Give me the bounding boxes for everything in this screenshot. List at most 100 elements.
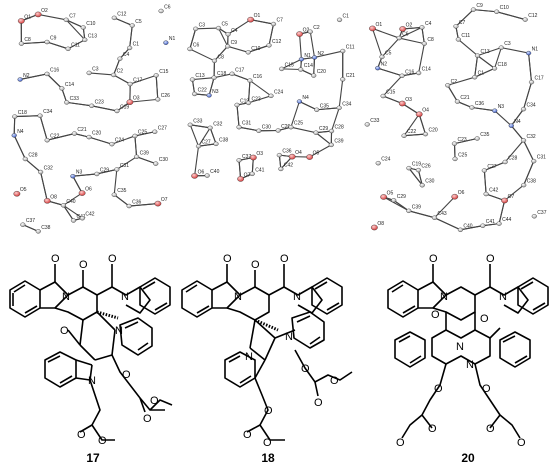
- atom-n: N: [115, 325, 123, 337]
- bond: [89, 72, 114, 76]
- atom-ellipsoid: [270, 21, 277, 27]
- atom-label: C21: [77, 127, 86, 133]
- atom-label: C35: [480, 132, 489, 138]
- bond: [484, 161, 506, 172]
- atom-o: O: [243, 429, 252, 441]
- atom-label: C2: [313, 25, 320, 31]
- bond: [447, 76, 475, 86]
- atom-label: O7: [508, 194, 515, 200]
- bond: [40, 171, 48, 201]
- bond: [88, 136, 113, 145]
- atom-ellipsoid: [70, 218, 77, 223]
- bond: [498, 200, 506, 224]
- atom-ellipsoid: [455, 37, 461, 42]
- atom-o: O: [428, 423, 437, 435]
- atom-ellipsoid: [59, 86, 65, 91]
- atom-label: C1: [343, 13, 350, 19]
- atom-ellipsoid: [82, 37, 88, 43]
- bond: [434, 217, 461, 231]
- bond: [250, 19, 274, 25]
- atom-label: C26: [161, 93, 170, 99]
- atom-label: C35: [320, 103, 329, 109]
- atom-label: C24: [274, 89, 283, 95]
- bond: [134, 135, 138, 157]
- bond: [231, 73, 251, 82]
- atom-ellipsoid: [111, 72, 117, 78]
- atom-ellipsoid: [22, 156, 28, 162]
- bond: [114, 17, 133, 26]
- chem-atoms-20: O O N N O O N N O O O O O O: [396, 253, 526, 449]
- atom-label: C8: [24, 37, 31, 43]
- atom-label: C38: [527, 179, 536, 185]
- atom-ellipsoid: [288, 153, 296, 160]
- atom-label: C27: [487, 164, 496, 170]
- atom-ellipsoid: [195, 143, 202, 149]
- atom-ellipsoid: [453, 24, 459, 29]
- bond: [281, 58, 302, 70]
- bond: [313, 57, 316, 76]
- atom-ellipsoid: [380, 93, 386, 99]
- atom-ellipsoid: [35, 229, 41, 234]
- atom-ellipsoid: [311, 55, 318, 60]
- bond: [399, 37, 425, 45]
- atom-label: C24: [115, 138, 124, 144]
- bond: [309, 144, 332, 158]
- atom-label: C29: [397, 194, 406, 200]
- bond: [72, 173, 97, 177]
- atom-ellipsoid: [406, 208, 412, 214]
- atom-ellipsoid: [86, 70, 92, 76]
- bond: [61, 88, 68, 103]
- atom-ellipsoid: [38, 169, 44, 175]
- atom-ellipsoid: [391, 198, 397, 203]
- atom-ellipsoid: [474, 136, 480, 141]
- atom-o: O: [51, 253, 60, 265]
- atom-label: C14: [304, 63, 313, 69]
- atom-label: C7: [276, 18, 283, 24]
- atom-label: C5: [385, 50, 392, 56]
- bond: [91, 105, 118, 112]
- atom-ellipsoid: [452, 156, 458, 162]
- atom-o: O: [486, 423, 495, 435]
- atom-n: N: [285, 331, 293, 343]
- atom-label: C4: [123, 52, 130, 58]
- bond: [403, 113, 420, 137]
- atom-n: N: [499, 291, 507, 303]
- atom-ellipsoid: [191, 173, 199, 179]
- atom-label: C13: [480, 49, 489, 55]
- atom-o: O: [330, 375, 339, 387]
- bond: [494, 110, 512, 127]
- bond: [408, 167, 423, 186]
- atom-label: C30: [159, 157, 168, 163]
- atom-label: N4: [17, 129, 24, 135]
- atom-ellipsoid: [336, 105, 342, 111]
- atom-label: C14: [422, 66, 431, 72]
- bond: [315, 132, 332, 146]
- atom-ellipsoid: [415, 167, 422, 173]
- bond: [453, 143, 456, 159]
- atom-ellipsoid: [44, 39, 50, 45]
- atom-label: C10: [86, 21, 95, 27]
- atom-label: C3: [199, 22, 206, 28]
- atom-ellipsoid: [132, 133, 138, 139]
- atom-ellipsoid: [336, 17, 343, 23]
- bond: [66, 19, 84, 28]
- atom-label: C22: [407, 129, 416, 135]
- bond: [214, 45, 229, 62]
- atom-ellipsoid: [117, 56, 123, 61]
- atom-label: C28: [28, 152, 37, 158]
- atom-ellipsoid: [60, 203, 67, 208]
- bond: [290, 101, 300, 128]
- atom-ellipsoid: [498, 45, 504, 50]
- bond: [418, 114, 427, 135]
- atom-ellipsoid: [256, 128, 262, 133]
- bond: [408, 210, 435, 219]
- atom-label: N1: [532, 47, 539, 53]
- atom-label: C31: [120, 163, 129, 169]
- bond: [483, 170, 487, 195]
- atom-label: C23: [252, 96, 261, 102]
- bond: [72, 175, 83, 194]
- atom-label: C7: [69, 13, 76, 19]
- bond: [528, 53, 533, 83]
- bond: [523, 81, 533, 110]
- atom-label: C1: [478, 71, 485, 77]
